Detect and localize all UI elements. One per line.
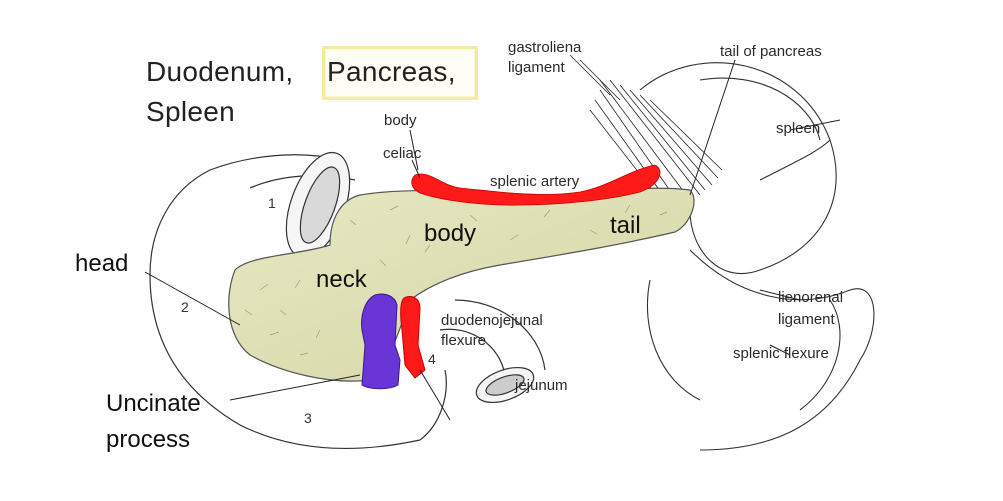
annotation-uncinate-line1: Uncinate bbox=[106, 390, 201, 417]
label-num-4: 4 bbox=[428, 351, 436, 367]
label-body-small: body bbox=[384, 112, 417, 129]
label-ligament-top: ligament bbox=[508, 59, 565, 76]
title-line1-highlight: Pancreas, bbox=[327, 56, 456, 87]
title-highlight-box bbox=[322, 46, 478, 100]
label-num-2: 2 bbox=[181, 299, 189, 315]
label-duodenojejunal: duodenojejunal bbox=[441, 312, 543, 329]
jejunum-outline bbox=[439, 299, 546, 404]
label-ligament-right: ligament bbox=[778, 311, 835, 328]
label-tail-of-pancreas: tail of pancreas bbox=[720, 43, 822, 60]
label-jejunum: jejunum bbox=[515, 377, 568, 394]
pancreas-shape bbox=[228, 187, 695, 382]
leader-lines bbox=[144, 59, 841, 421]
annotation-tail: tail bbox=[610, 212, 641, 239]
label-spleen: spleen bbox=[776, 120, 821, 137]
annotation-head: head bbox=[75, 250, 129, 277]
title-line1-prefix: Duodenum, bbox=[146, 56, 294, 87]
annotation-body: body bbox=[424, 220, 477, 247]
sma-artery bbox=[400, 295, 426, 379]
title-line2: Spleen bbox=[146, 96, 235, 127]
pancreas-texture bbox=[244, 204, 668, 356]
label-num-3: 3 bbox=[304, 410, 312, 426]
label-num-1: 1 bbox=[268, 195, 276, 211]
label-gastrolienal: gastroliena bbox=[508, 39, 582, 56]
annotation-uncinate-line2: process bbox=[106, 426, 191, 453]
label-splenic-artery: splenic artery bbox=[490, 173, 580, 190]
label-celiac: celiac bbox=[383, 145, 422, 162]
annotation-neck: neck bbox=[316, 266, 367, 293]
spleen-outline bbox=[639, 62, 875, 451]
splenic-vein bbox=[361, 293, 401, 390]
splenic-artery bbox=[411, 164, 661, 206]
label-splenic-flexure: splenic flexure bbox=[733, 345, 829, 362]
label-lienorenal: lienorenal bbox=[778, 289, 844, 306]
label-flexure: flexure bbox=[441, 332, 487, 349]
